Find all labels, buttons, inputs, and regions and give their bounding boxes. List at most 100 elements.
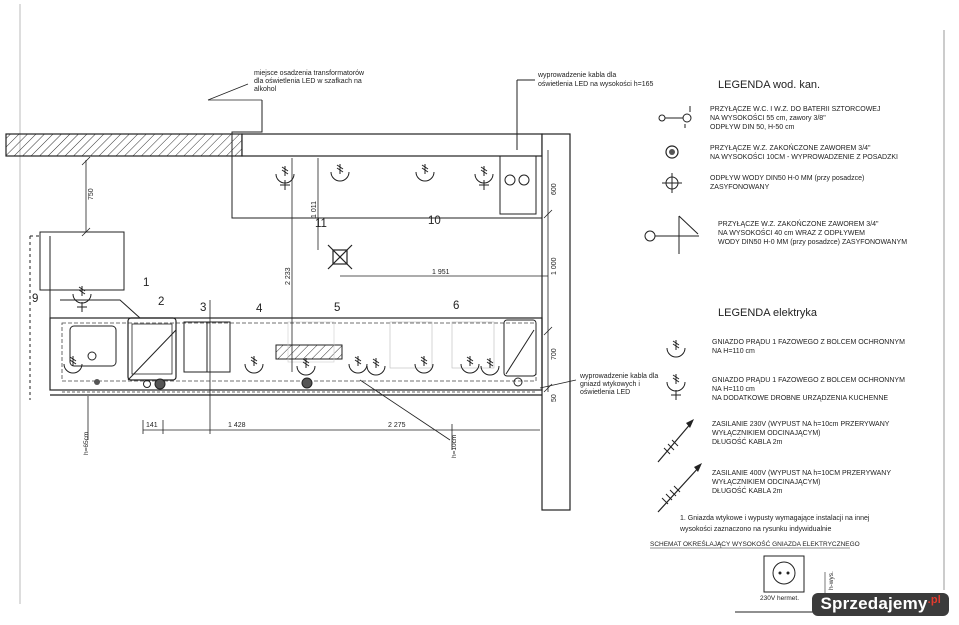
socket-icon	[480, 357, 500, 376]
scheme-height-label: h-wys.	[828, 571, 835, 590]
dim-1951: 1 951	[432, 269, 450, 276]
svg-text:NA H=110 cm: NA H=110 cm	[712, 386, 755, 393]
socket-icon	[330, 163, 350, 182]
power-230v-icon	[657, 419, 694, 463]
socket-icon	[474, 165, 494, 190]
wall-top	[241, 133, 543, 157]
wall-right	[541, 133, 571, 511]
base-counter	[49, 317, 543, 391]
scheme-title: SCHEMAT OKREŚLAJĄCY WYSOKOŚĆ GNIAZDA ELE…	[650, 539, 860, 548]
power-400v-icon	[657, 463, 702, 513]
svg-text:oświetlenia LED: oświetlenia LED	[580, 389, 630, 396]
valve-floor-icon	[143, 380, 151, 388]
svg-text:alkohol: alkohol	[254, 86, 277, 93]
drain-icon	[662, 173, 682, 193]
power-230v-icon	[127, 329, 177, 381]
svg-text:NA H=110 cm: NA H=110 cm	[712, 348, 755, 355]
zone-9: 9	[32, 293, 38, 305]
dim-h-left: h=65cm	[83, 432, 90, 455]
svg-text:wyprowadzenie kabla dla: wyprowadzenie kabla dla	[579, 373, 658, 380]
upper-battery-box	[499, 155, 537, 215]
socket-height-scheme: SCHEMAT OKREŚLAJĄCY WYSOKOŚĆ GNIAZDA ELE…	[650, 539, 860, 613]
socket-icon	[366, 357, 386, 376]
appliance-right	[503, 319, 537, 377]
zone-10: 10	[428, 215, 441, 227]
battery-connection-icon	[518, 174, 530, 186]
socket-icon	[296, 357, 316, 376]
svg-text:gniazd wtykowych i: gniazd wtykowych i	[580, 381, 640, 388]
ceiling-light-icon	[327, 244, 353, 270]
dim-750: 750	[88, 188, 95, 200]
socket-icon	[63, 355, 83, 374]
socket-small-appliance-icon	[666, 373, 686, 400]
svg-text:WYŁĄCZNIKIEM ODCINAJĄCYM): WYŁĄCZNIKIEM ODCINAJĄCYM)	[712, 430, 821, 437]
cable-note-right: wyprowadzenie kabla dla gniazd wtykowych…	[539, 373, 658, 396]
svg-text:NA WYSOKOŚCI 40 cm WRAZ Z ODPŁ: NA WYSOKOŚCI 40 cm WRAZ Z ODPŁYWEM	[718, 228, 865, 237]
svg-text:dla oświetlenia LED w szafkach: dla oświetlenia LED w szafkach na	[254, 78, 362, 85]
battery-connection-icon	[504, 174, 516, 186]
svg-text:NA WYSOKOŚCI 10CM - WYPROWADZE: NA WYSOKOŚCI 10CM - WYPROWADZENIE Z POSA…	[710, 152, 898, 161]
svg-text:PRZYŁĄCZE W.C. I W.Z. DO BATER: PRZYŁĄCZE W.C. I W.Z. DO BATERII SZTORCO…	[710, 106, 880, 113]
valve-floor-icon	[665, 145, 679, 159]
zone-5: 5	[334, 302, 340, 314]
cable-note-top: wyprowadzenie kabla dla oświetlenia LED …	[537, 72, 653, 88]
dim-1011: 1 011	[311, 201, 318, 218]
dim-h-mid: h=10cm	[451, 435, 458, 458]
legend-water-title: LEGENDA wod. kan.	[718, 79, 820, 91]
socket-icon	[72, 285, 92, 312]
dim-141: 141	[146, 422, 158, 429]
power-400v-icon	[505, 329, 535, 375]
svg-text:wysokości zaznaczono na rysunk: wysokości zaznaczono na rysunku indywidu…	[679, 526, 831, 533]
watermark-logo: Sprzedajemy.pl	[812, 593, 949, 616]
svg-text:miejsce osadzenia transformato: miejsce osadzenia transformatorów	[254, 70, 365, 77]
svg-text:NA WYSOKOŚCI 55 cm, zawory 3/8: NA WYSOKOŚCI 55 cm, zawory 3/8"	[710, 113, 826, 122]
transformer-note: miejsce osadzenia transformatorów dla oś…	[207, 70, 365, 101]
appliance-block	[127, 317, 177, 381]
svg-text:NA DODATKOWE DROBNE URZĄDZENIA: NA DODATKOWE DROBNE URZĄDZENIA KUCHENNE	[712, 395, 888, 402]
zone-11: 11	[315, 218, 327, 230]
svg-text:ZASILANIE 400V (WYPUST NA h=10: ZASILANIE 400V (WYPUST NA h=10CM PRZERYW…	[712, 470, 891, 477]
valve-floor-icon	[94, 379, 100, 385]
footnote: 1. Gniazda wtykowe i wypusty wymagające …	[679, 515, 870, 533]
dim-1428: 1 428	[228, 422, 246, 429]
socket-icon	[244, 355, 264, 374]
svg-text:GNIAZDO PRĄDU 1 FAZOWEGO Z BOL: GNIAZDO PRĄDU 1 FAZOWEGO Z BOLCEM OCHRON…	[712, 377, 905, 384]
legend-electric-title: LEGENDA elektryka	[718, 307, 818, 319]
cooktop	[275, 344, 343, 360]
zone-4: 4	[256, 303, 263, 315]
dim-1000: 1 000	[551, 257, 558, 275]
svg-text:GNIAZDO PRĄDU 1 FAZOWEGO Z BOL: GNIAZDO PRĄDU 1 FAZOWEGO Z BOLCEM OCHRON…	[712, 339, 905, 346]
zone-2: 2	[158, 296, 164, 308]
svg-text:WYŁĄCZNIKIEM ODCINAJĄCYM): WYŁĄCZNIKIEM ODCINAJĄCYM)	[712, 479, 821, 486]
svg-text:ODPŁYW DIN 50, H-50 cm: ODPŁYW DIN 50, H-50 cm	[710, 124, 795, 131]
svg-text:WODY DIN50 H-0 MM (przy posadz: WODY DIN50 H-0 MM (przy posadzce) ZASYFO…	[718, 239, 907, 246]
dimension-lines	[81, 150, 553, 450]
socket-icon	[414, 355, 434, 374]
zone-1: 1	[143, 277, 149, 289]
valve-floor-icon	[154, 378, 166, 390]
wall-top-left	[5, 133, 243, 157]
scheme-label: 230V hermet.	[760, 595, 799, 602]
svg-text:DŁUGOŚĆ KABLA 2m: DŁUGOŚĆ KABLA 2m	[712, 486, 783, 495]
tall-cabinet	[39, 231, 125, 291]
valve-floor-icon	[301, 377, 313, 389]
valve-drain-icon	[644, 215, 699, 254]
dim-600: 600	[551, 183, 558, 195]
svg-text:DŁUGOŚĆ KABLA 2m: DŁUGOŚĆ KABLA 2m	[712, 437, 783, 446]
svg-text:ZASILANIE 230V (WYPUST NA h=1: ZASILANIE 230V (WYPUST NA h=10cm PRZERYW…	[712, 421, 890, 428]
dim-50: 50	[551, 394, 558, 402]
upper-cabinets	[231, 155, 543, 219]
zone-6: 6	[453, 300, 459, 312]
sink	[69, 325, 117, 367]
socket-icon	[415, 163, 435, 182]
svg-text:1. Gniazda wtykowe i wypusty w: 1. Gniazda wtykowe i wypusty wymagające …	[680, 515, 870, 522]
socket-icon	[460, 355, 480, 374]
socket-icon	[666, 339, 686, 358]
svg-text:ODPŁYW WODY DIN50 H-0 MM (przy: ODPŁYW WODY DIN50 H-0 MM (przy posadzce)	[710, 175, 864, 182]
svg-text:PRZYŁĄCZE W.Z. ZAKOŃCZONE ZAWO: PRZYŁĄCZE W.Z. ZAKOŃCZONE ZAWOREM 3/4"	[710, 143, 871, 152]
legend-electric: LEGENDA elektryka GNIAZDO PRĄDU 1 FAZOWE…	[657, 307, 905, 513]
sheet-frame	[19, 4, 945, 604]
socket-icon	[348, 355, 368, 374]
